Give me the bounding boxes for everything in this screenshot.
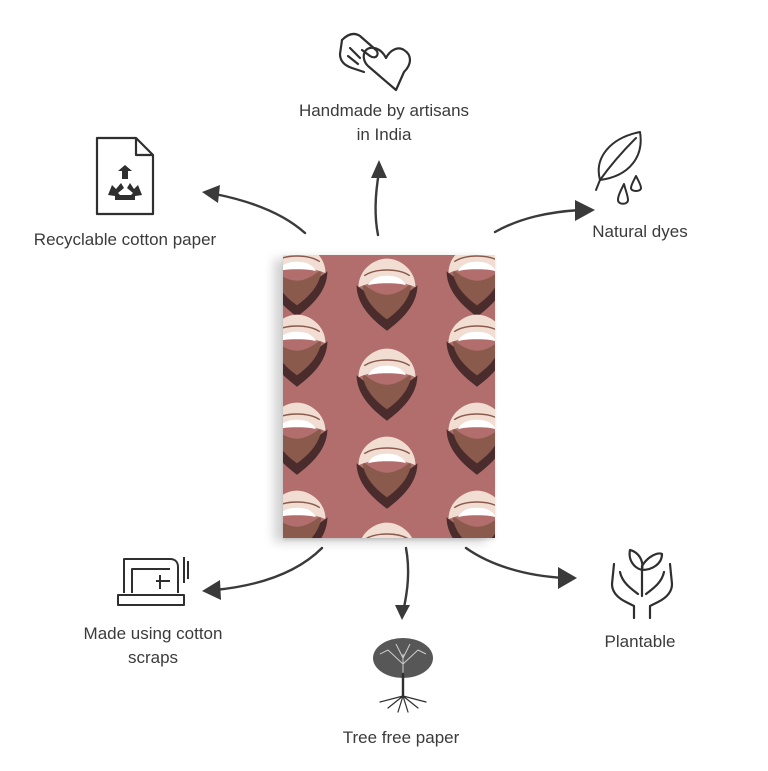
arrowhead-natural-dyes (575, 200, 595, 221)
tree-icon (373, 638, 433, 713)
fan-flower-motif (361, 522, 413, 538)
label-cotton-scraps: Made using cotton scraps (58, 622, 248, 670)
arrow-to-plantable (464, 546, 567, 580)
arrow-to-natural-dyes (493, 208, 582, 234)
fan-flower-pattern (283, 255, 495, 538)
label-handmade-line2: in India (356, 125, 412, 144)
arrowhead-tree-free (395, 605, 410, 620)
recycle-document-icon (95, 136, 155, 216)
fan-flower-motif (356, 348, 418, 421)
fan-flower-motif (446, 402, 495, 475)
label-handmade-line1: Handmade by artisans (298, 101, 470, 120)
sewing-machine-icon (117, 557, 189, 606)
fan-flower-motif (446, 255, 495, 317)
label-natural-dyes: Natural dyes (592, 222, 688, 241)
hands-sprout-icon (610, 548, 674, 620)
arrow-to-handmade (374, 170, 381, 237)
label-cotton-scraps-line2: scraps (127, 648, 179, 667)
label-plantable: Plantable (604, 632, 676, 651)
notebook-image (283, 255, 495, 538)
fan-flower-motif (356, 436, 418, 509)
hand-heart-icon (338, 32, 412, 92)
fan-flower-motif (283, 490, 328, 538)
arrowhead-recyclable (202, 185, 220, 203)
fan-flower-motif (446, 314, 495, 387)
arrow-to-tree-free (401, 546, 410, 614)
arrow-to-cotton-scraps (213, 546, 324, 592)
arrow-to-recyclable (213, 192, 307, 235)
fan-flower-motif (446, 490, 495, 538)
label-handmade: Handmade by artisans in India (280, 99, 488, 147)
label-tree-free: Tree free paper (342, 728, 460, 747)
label-recyclable: Recyclable cotton paper (33, 230, 217, 249)
arrowhead-cotton-scraps (202, 580, 221, 600)
label-cotton-scraps-line1: Made using cotton (83, 624, 223, 643)
fan-flower-motif (283, 402, 328, 475)
arrowhead-handmade (371, 160, 387, 178)
fan-flower-motif (283, 255, 328, 317)
leaf-droplets-icon (595, 131, 642, 205)
arrowhead-plantable (558, 567, 577, 589)
fan-flower-motif (356, 258, 418, 331)
fan-flower-motif (283, 314, 328, 387)
